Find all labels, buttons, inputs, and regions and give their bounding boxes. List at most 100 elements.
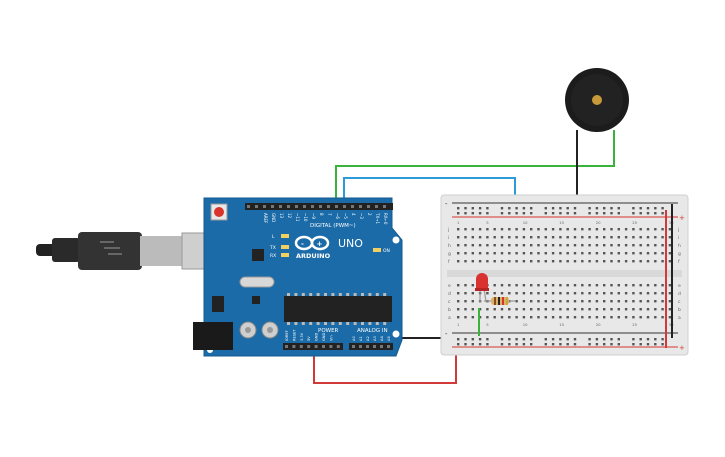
breadboard-hole[interactable] [639,260,642,263]
breadboard-hole[interactable] [646,260,650,263]
rail-hole[interactable] [544,338,547,341]
breadboard-hole[interactable] [500,228,504,231]
header-pin-hole[interactable] [327,205,330,208]
breadboard-hole[interactable] [530,244,533,247]
rail-hole[interactable] [500,207,504,210]
breadboard-hole[interactable] [486,316,489,319]
rail-hole[interactable] [551,343,555,346]
rail-hole[interactable] [515,343,518,346]
breadboard-hole[interactable] [595,308,599,311]
breadboard-hole[interactable] [617,236,620,239]
breadboard-hole[interactable] [551,308,555,311]
breadboard-hole[interactable] [573,300,577,303]
rail-hole[interactable] [617,207,620,210]
rail-hole[interactable] [530,207,533,210]
rail-hole[interactable] [500,343,504,346]
header-pin-hole[interactable] [367,205,370,208]
rail-hole[interactable] [632,212,635,215]
breadboard-hole[interactable] [522,292,526,295]
header-pin-hole[interactable] [343,205,346,208]
rail-hole[interactable] [464,343,467,346]
rail-hole[interactable] [486,207,489,210]
rail-hole[interactable] [646,338,650,341]
breadboard-hole[interactable] [654,252,657,255]
breadboard-hole[interactable] [508,260,511,263]
breadboard-hole[interactable] [595,284,599,287]
rail-hole[interactable] [617,343,620,346]
breadboard-hole[interactable] [566,228,569,231]
breadboard-hole[interactable] [478,236,482,239]
breadboard-hole[interactable] [588,308,591,311]
header-pin-hole[interactable] [285,345,288,348]
rail-hole[interactable] [478,343,482,346]
breadboard-hole[interactable] [603,244,606,247]
breadboard-hole[interactable] [551,252,555,255]
header-pin-hole[interactable] [322,345,325,348]
breadboard-hole[interactable] [537,260,540,263]
breadboard-hole[interactable] [478,260,482,263]
breadboard-hole[interactable] [486,292,489,295]
header-pin-hole[interactable] [311,205,314,208]
breadboard-hole[interactable] [530,316,533,319]
breadboard-hole[interactable] [668,244,672,247]
rail-hole[interactable] [573,212,577,215]
breadboard-hole[interactable] [654,236,657,239]
breadboard-hole[interactable] [522,244,526,247]
rail-hole[interactable] [478,207,482,210]
rail-hole[interactable] [661,338,664,341]
breadboard-hole[interactable] [588,260,591,263]
rail-hole[interactable] [530,212,533,215]
rail-hole[interactable] [457,338,460,341]
rail-hole[interactable] [573,207,577,210]
breadboard-hole[interactable] [588,228,591,231]
breadboard-hole[interactable] [544,284,547,287]
rail-hole[interactable] [632,343,635,346]
breadboard-hole[interactable] [471,316,474,319]
breadboard-hole[interactable] [559,308,562,311]
breadboard-hole[interactable] [610,244,613,247]
rail-hole[interactable] [508,343,511,346]
breadboard-hole[interactable] [654,260,657,263]
rail-hole[interactable] [639,343,642,346]
rail-hole[interactable] [632,338,635,341]
breadboard-hole[interactable] [471,244,474,247]
breadboard-hole[interactable] [581,260,584,263]
breadboard-hole[interactable] [544,244,547,247]
breadboard-hole[interactable] [530,284,533,287]
breadboard-hole[interactable] [500,316,504,319]
breadboard-hole[interactable] [537,308,540,311]
rail-hole[interactable] [530,338,533,341]
rail-hole[interactable] [457,343,460,346]
usb-cable[interactable] [36,232,231,270]
breadboard-hole[interactable] [478,228,482,231]
rail-hole[interactable] [573,343,577,346]
breadboard-hole[interactable] [603,316,606,319]
breadboard-hole[interactable] [551,316,555,319]
breadboard-hole[interactable] [551,228,555,231]
breadboard-hole[interactable] [661,316,664,319]
header-pin-hole[interactable] [380,345,383,348]
breadboard-hole[interactable] [530,308,533,311]
breadboard-hole[interactable] [493,252,496,255]
breadboard-hole[interactable] [610,252,613,255]
rail-hole[interactable] [632,207,635,210]
breadboard-hole[interactable] [530,260,533,263]
rail-hole[interactable] [617,212,620,215]
breadboard-hole[interactable] [471,300,474,303]
breadboard-hole[interactable] [646,252,650,255]
breadboard-hole[interactable] [530,292,533,295]
breadboard-hole[interactable] [624,284,628,287]
header-pin-hole[interactable] [383,205,386,208]
breadboard-hole[interactable] [632,236,635,239]
breadboard-hole[interactable] [646,292,650,295]
breadboard-hole[interactable] [500,292,504,295]
breadboard-hole[interactable] [581,252,584,255]
header-pin-hole[interactable] [247,205,250,208]
rail-hole[interactable] [508,212,511,215]
rail-hole[interactable] [457,212,460,215]
breadboard-hole[interactable] [508,252,511,255]
power-jack[interactable] [193,322,233,350]
breadboard-hole[interactable] [632,244,635,247]
rail-hole[interactable] [471,212,474,215]
breadboard-hole[interactable] [581,284,584,287]
